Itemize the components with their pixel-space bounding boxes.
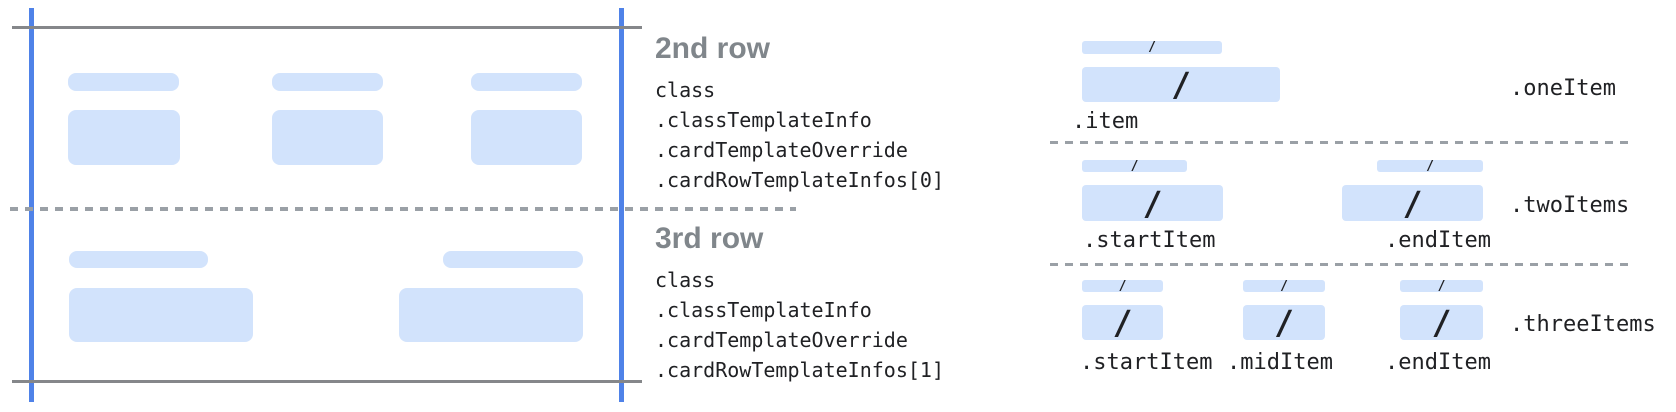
code-line: class: [655, 268, 716, 292]
start-item-field-label: .startItem: [1083, 228, 1216, 253]
annotation-second-row: 2nd row class .classTemplateInfo .cardTe…: [655, 30, 944, 195]
annotation-code-path: class .classTemplateInfo .cardTemplateOv…: [655, 75, 944, 195]
end-item-title-bar: /: [1377, 158, 1483, 174]
slash-glyph: /: [1112, 303, 1133, 342]
placeholder-value-block: [471, 110, 582, 165]
card-bottom-line: [12, 380, 642, 383]
code-line: .cardTemplateOverride: [655, 138, 908, 162]
end-item-title-bar: /: [1400, 278, 1483, 294]
start-item-value-bar: /: [1082, 305, 1163, 340]
code-line: .classTemplateInfo: [655, 298, 872, 322]
placeholder-label-bar: [443, 251, 583, 268]
code-line: .cardRowTemplateInfos[1]: [655, 358, 944, 382]
placeholder-value-block: [68, 110, 180, 165]
slash-glyph: /: [1426, 158, 1434, 174]
slash-glyph: /: [1142, 183, 1163, 223]
item-title-bar: /: [1082, 41, 1222, 54]
annotation-title: 3rd row: [655, 222, 764, 255]
layout-name-label: .twoItems: [1510, 193, 1630, 218]
placeholder-value-block: [272, 110, 383, 165]
section-divider-dashed-line: [1050, 141, 1630, 144]
slash-glyph: /: [1130, 158, 1139, 174]
start-item-field-label: .startItem: [1080, 350, 1213, 375]
card-top-line: [12, 26, 642, 29]
mid-item-field-label: .midItem: [1227, 350, 1333, 375]
mid-item-title-bar: /: [1243, 278, 1325, 294]
code-line: .cardTemplateOverride: [655, 328, 908, 352]
placeholder-label-bar: [69, 251, 208, 268]
placeholder-value-block: [399, 288, 583, 342]
slash-glyph: /: [1148, 40, 1156, 55]
start-item-title-bar: /: [1082, 158, 1187, 174]
annotation-third-row: 3rd row class .classTemplateInfo .cardTe…: [655, 220, 944, 385]
mid-item-value-bar: /: [1243, 305, 1325, 340]
slash-glyph: /: [1431, 303, 1452, 342]
card-row-divider-dashed-line: [10, 207, 796, 211]
item-value-bar: /: [1082, 67, 1280, 102]
placeholder-label-bar: [68, 73, 179, 91]
annotation-code-path: class .classTemplateInfo .cardTemplateOv…: [655, 265, 944, 385]
code-line: class: [655, 78, 716, 102]
card-right-edge-line: [619, 8, 624, 402]
code-line: .classTemplateInfo: [655, 108, 872, 132]
slash-glyph: /: [1274, 303, 1294, 342]
placeholder-label-bar: [471, 73, 582, 91]
end-item-value-bar: /: [1400, 305, 1483, 340]
slash-glyph: /: [1171, 65, 1191, 104]
start-item-title-bar: /: [1082, 278, 1163, 294]
item-field-label: .item: [1072, 109, 1139, 134]
code-line: .cardRowTemplateInfos[0]: [655, 168, 944, 192]
end-item-field-label: .endItem: [1385, 228, 1491, 253]
slash-glyph: /: [1280, 278, 1288, 294]
layout-name-label: .oneItem: [1510, 76, 1616, 101]
card-left-edge-line: [29, 8, 34, 402]
slash-glyph: /: [1437, 278, 1446, 294]
start-item-value-bar: /: [1082, 185, 1223, 221]
placeholder-label-bar: [272, 73, 383, 91]
placeholder-value-block: [69, 288, 253, 342]
section-divider-dashed-line: [1050, 263, 1630, 266]
layout-name-label: .threeItems: [1510, 312, 1656, 337]
slash-glyph: /: [1118, 278, 1127, 294]
end-item-value-bar: /: [1342, 185, 1483, 221]
slash-glyph: /: [1402, 183, 1423, 223]
end-item-field-label: .endItem: [1385, 350, 1491, 375]
annotation-title: 2nd row: [655, 32, 771, 65]
